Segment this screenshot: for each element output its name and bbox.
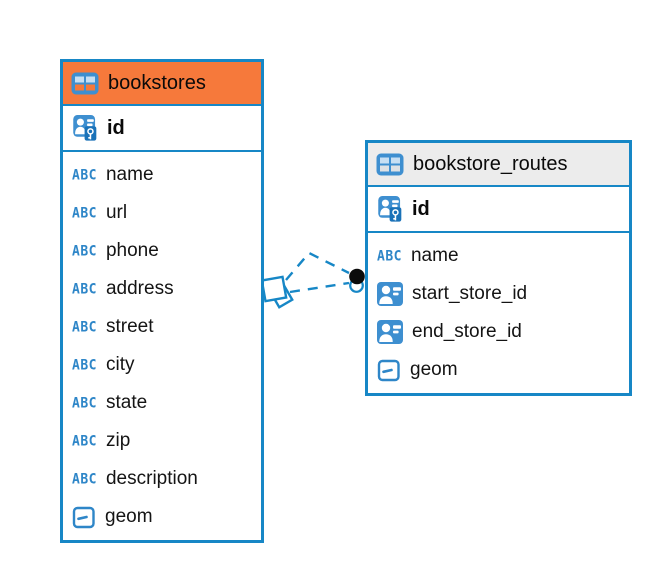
column-row[interactable]: ABC name: [368, 237, 629, 275]
table-bookstores-header[interactable]: bookstores: [63, 62, 261, 106]
column-name: url: [105, 202, 128, 223]
relationship-line-lower[interactable]: [289, 281, 350, 294]
column-name: start_store_id: [412, 283, 528, 304]
text-icon: ABC: [72, 280, 97, 298]
foreign-key-icon: [377, 320, 403, 344]
text-icon: ABC: [72, 432, 97, 450]
column-row[interactable]: ABC description: [63, 460, 261, 498]
column-row-pk[interactable]: id: [63, 106, 261, 152]
text-icon: ABC: [72, 394, 97, 412]
column-row[interactable]: ABC city: [63, 346, 261, 384]
text-icon: ABC: [72, 470, 97, 488]
column-row[interactable]: ABC address: [63, 270, 261, 308]
text-icon: ABC: [72, 204, 97, 222]
column-row[interactable]: ABC url: [63, 194, 261, 232]
text-icon: ABC: [72, 242, 97, 260]
column-row[interactable]: ABC state: [63, 384, 261, 422]
column-name: description: [105, 468, 198, 489]
column-name: city: [105, 354, 135, 375]
primary-key-icon: [376, 196, 404, 222]
column-name: name: [105, 164, 154, 185]
table-name: bookstores: [108, 71, 206, 94]
column-name: geom: [410, 359, 458, 380]
table-icon: [376, 153, 404, 176]
column-name: address: [105, 278, 174, 299]
column-row[interactable]: ABC name: [63, 156, 261, 194]
table-bookstore-routes-header[interactable]: bookstore_routes: [368, 143, 629, 187]
column-list: ABC name ABC url ABC phone ABC address: [63, 152, 261, 540]
column-name: phone: [105, 240, 159, 261]
geometry-icon: [72, 505, 96, 530]
column-row[interactable]: geom: [368, 351, 629, 389]
geometry-icon: [377, 358, 401, 383]
column-row[interactable]: ABC street: [63, 308, 261, 346]
column-row[interactable]: ABC zip: [63, 422, 261, 460]
column-name: name: [410, 245, 459, 266]
column-row[interactable]: ABC phone: [63, 232, 261, 270]
column-row[interactable]: end_store_id: [368, 313, 629, 351]
column-row[interactable]: geom: [63, 498, 261, 536]
column-name: id: [107, 116, 125, 139]
column-name: geom: [105, 506, 153, 527]
table-bookstores[interactable]: bookstores id ABC name ABC url ABC p: [60, 59, 264, 543]
column-list: ABC name start_store_id end_store_id geo…: [368, 233, 629, 393]
table-bookstore-routes[interactable]: bookstore_routes id ABC name start_store…: [365, 140, 632, 396]
column-row[interactable]: start_store_id: [368, 275, 629, 313]
text-icon: ABC: [72, 356, 97, 374]
diamond-marker: [260, 275, 294, 309]
table-name: bookstore_routes: [413, 152, 568, 175]
column-name: id: [412, 197, 430, 220]
text-icon: ABC: [72, 166, 97, 184]
text-icon: ABC: [377, 247, 402, 265]
primary-key-icon: [71, 115, 99, 141]
text-icon: ABC: [72, 318, 97, 336]
dot-marker: [349, 268, 365, 293]
column-row-pk[interactable]: id: [368, 187, 629, 233]
foreign-key-icon: [377, 282, 403, 306]
column-name: street: [105, 316, 154, 337]
relationship-line-upper[interactable]: [285, 251, 350, 281]
column-name: state: [105, 392, 148, 413]
table-icon: [71, 72, 99, 95]
column-name: end_store_id: [412, 321, 522, 342]
column-name: zip: [105, 430, 131, 451]
